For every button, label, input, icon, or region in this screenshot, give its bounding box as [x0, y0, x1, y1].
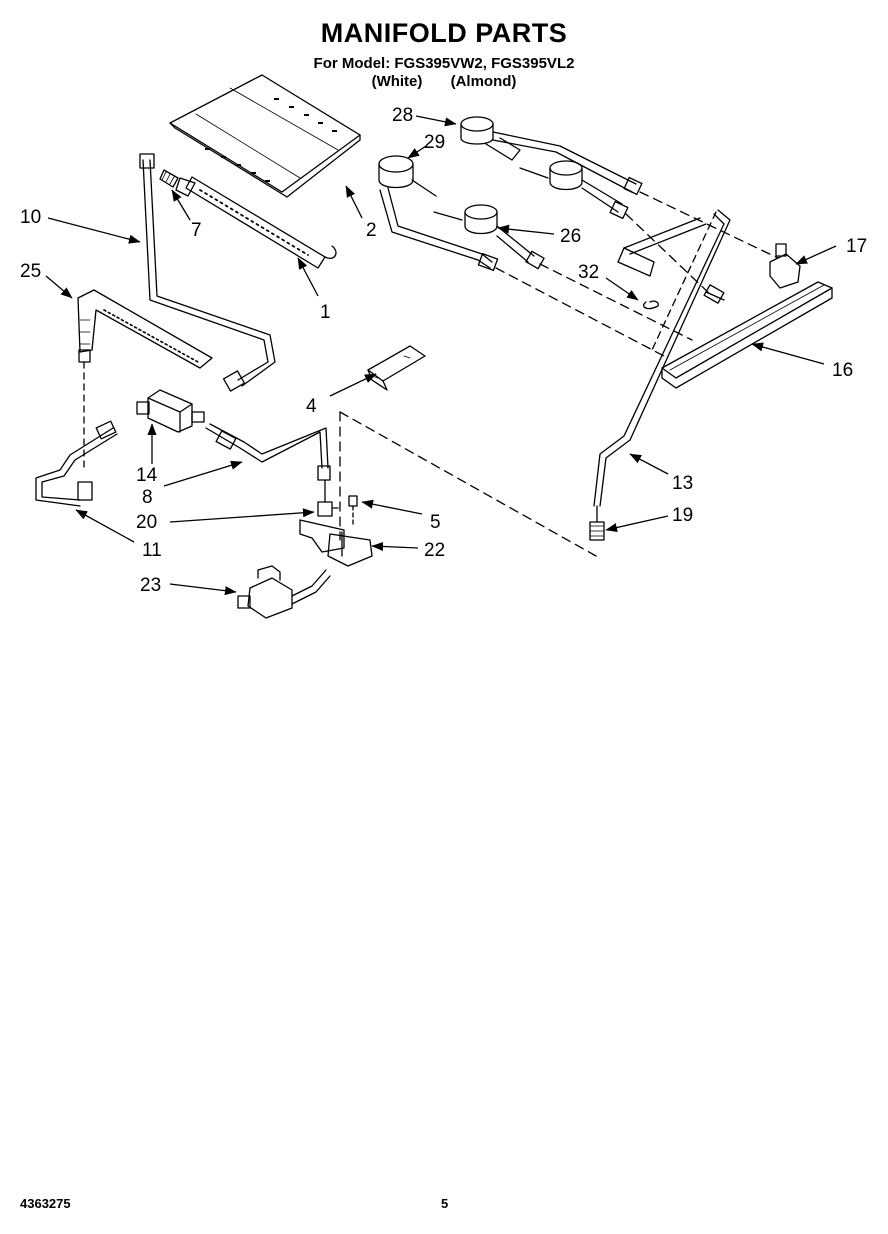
callout-20: 20: [136, 512, 157, 533]
part-number: 4363275: [20, 1196, 71, 1211]
callout-2: 2: [366, 220, 377, 241]
callout-22: 22: [424, 540, 445, 561]
callout-5: 5: [430, 512, 441, 533]
callout-29: 29: [424, 132, 445, 153]
broil-gas-tube: [35, 361, 118, 507]
burner-shield-plate: [169, 74, 361, 198]
leader-23: [169, 583, 237, 596]
callout-8: 8: [142, 487, 153, 508]
page-title: MANIFOLD PARTS: [320, 18, 568, 48]
top-burner-supply-tube: [593, 209, 731, 507]
callout-25: 25: [20, 261, 41, 282]
leader-29: [407, 145, 427, 159]
rear-burner-head-a: [460, 116, 643, 196]
crossover-tube: [617, 217, 707, 277]
model-numbers: For Model: FGS395VW2, FGS395VL2: [313, 55, 575, 72]
callout-17: 17: [846, 236, 867, 257]
leader-22: [371, 541, 419, 552]
callout-13: 13: [672, 473, 693, 494]
thermostat-valve-block: [136, 389, 205, 433]
manifold-valve: [769, 243, 801, 289]
leader-25: [45, 275, 73, 299]
leader-10: [47, 217, 141, 244]
leader-13: [629, 453, 669, 475]
leader-28: [415, 115, 457, 127]
color-variants: (White) (Almond): [0, 73, 888, 90]
tee-fitting: [317, 479, 339, 517]
leader-7: [171, 189, 191, 221]
inlet-fitting: [589, 505, 605, 541]
leader-5: [361, 499, 423, 515]
callout-28: 28: [392, 105, 413, 126]
callout-19: 19: [672, 505, 693, 526]
callout-32: 32: [578, 262, 599, 283]
leader-17: [795, 245, 837, 265]
oven-burner-tube: [175, 176, 337, 269]
page-number: 5: [441, 1196, 449, 1211]
screw: [348, 495, 358, 525]
color-almond-label: (Almond): [450, 73, 517, 90]
callout-7: 7: [191, 220, 202, 241]
callout-16: 16: [832, 360, 853, 381]
leader-26: [497, 224, 555, 235]
clip: [643, 300, 660, 310]
leader-32: [605, 277, 639, 301]
callout-11: 11: [142, 540, 162, 561]
leader-11: [75, 509, 135, 543]
leader-20: [169, 508, 315, 523]
leader-2: [345, 185, 363, 219]
leader-4: [329, 373, 377, 397]
broil-burner: [77, 289, 213, 369]
oven-gas-tube: [139, 153, 276, 392]
callout-4: 4: [306, 396, 317, 417]
orifice-fitting: [159, 169, 179, 188]
leader-16: [751, 342, 825, 365]
main-gas-tube: [205, 423, 331, 481]
callout-10: 10: [20, 207, 41, 228]
leader-8: [163, 460, 243, 487]
leader-19: [605, 515, 669, 533]
leader-1: [297, 257, 319, 297]
callout-1: 1: [320, 302, 331, 323]
top-manifold-pipe: [661, 281, 833, 389]
callout-14: 14: [136, 465, 158, 486]
callout-26: 26: [560, 226, 581, 247]
rear-burner-head-b: [378, 155, 499, 272]
color-white-label: (White): [371, 73, 423, 90]
gas-pressure-regulator: [237, 565, 331, 619]
mounting-bracket: [367, 345, 426, 391]
right-burner-head: [519, 160, 629, 220]
callout-23: 23: [140, 575, 161, 596]
regulator-bracket: [299, 519, 373, 567]
